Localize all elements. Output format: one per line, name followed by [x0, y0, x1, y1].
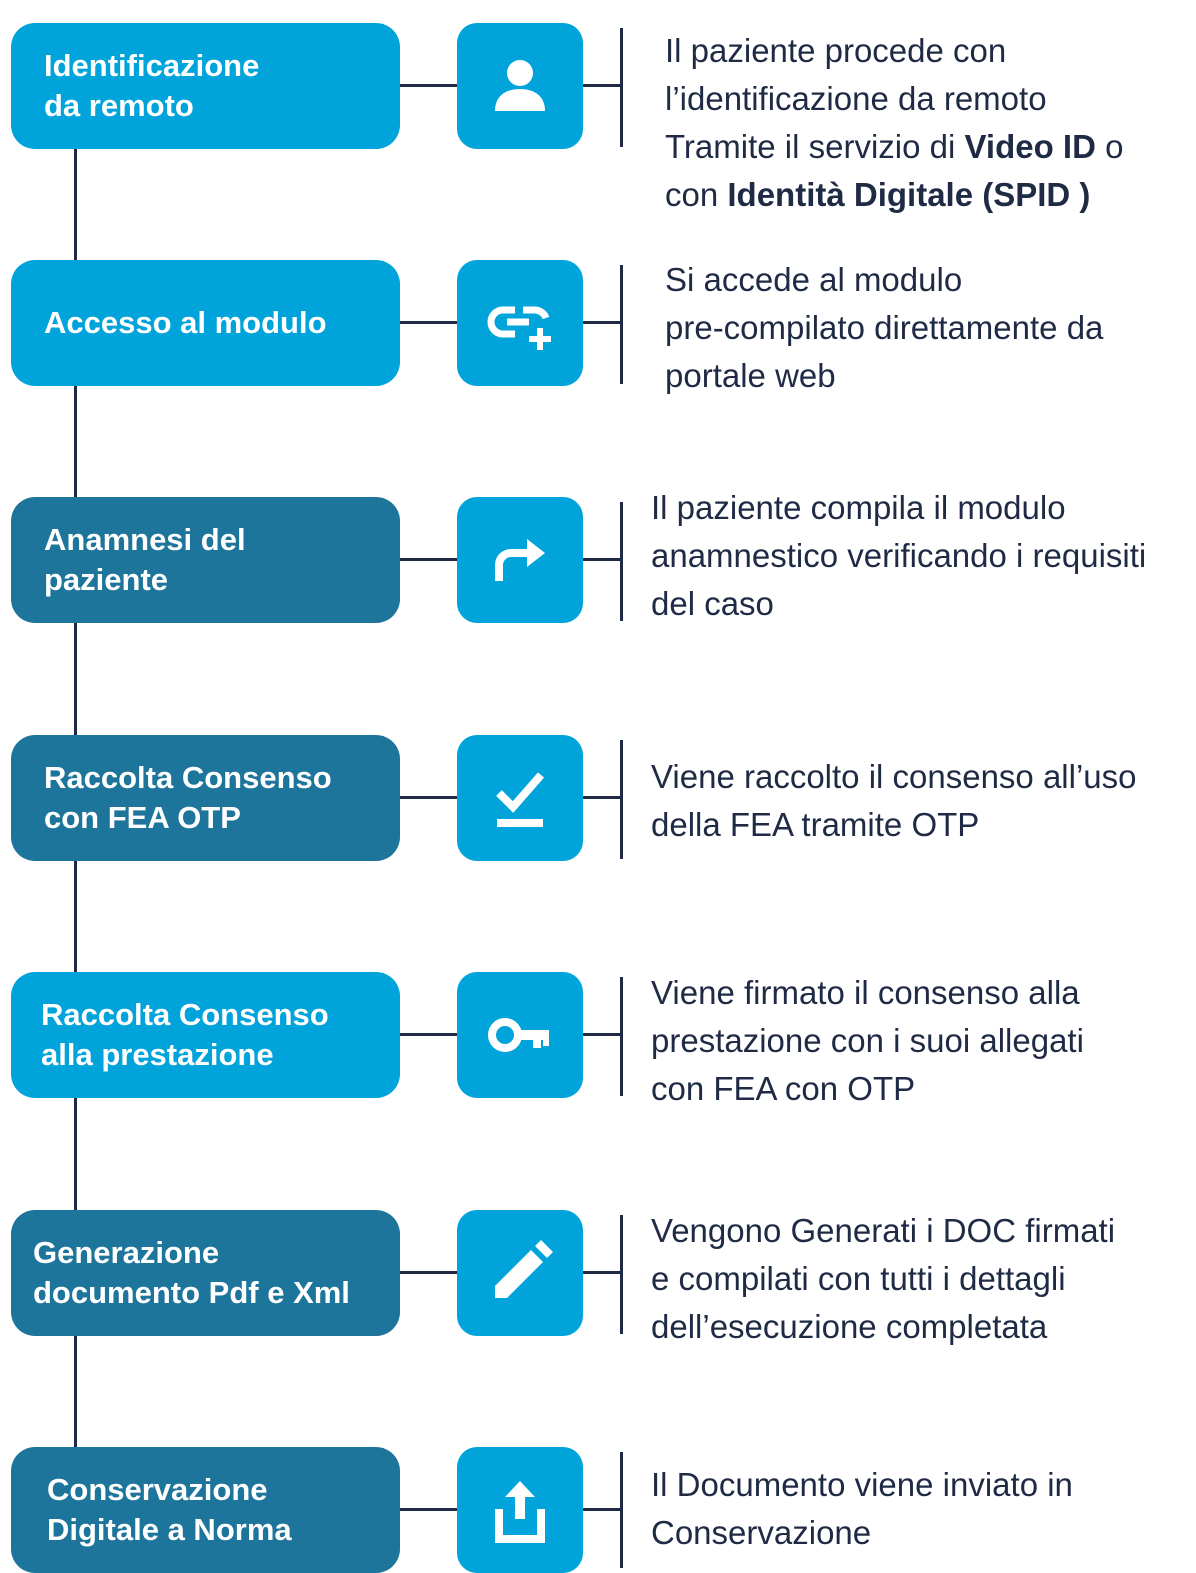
step-row: Accesso al modulo Si accede al modulo pre-… [0, 260, 1196, 394]
connector-line [583, 1271, 621, 1274]
step-label: Raccolta Consenso con FEA OTP [44, 760, 332, 835]
step-box: Raccolta Consenso con FEA OTP [11, 735, 400, 861]
connector-line [400, 1508, 457, 1511]
description-line: pre-compilato direttamente da [665, 309, 1104, 346]
description-emphasis: Video ID [964, 128, 1096, 165]
step-box: Accesso al modulo [11, 260, 400, 386]
description-line: anamnestico verificando i requisiti [651, 537, 1147, 574]
step-label: Conservazione Digitale a Norma [47, 1472, 292, 1547]
person-icon [457, 23, 583, 149]
description-text: con [665, 176, 728, 213]
description-line: Il paziente compila il modulo [651, 489, 1066, 526]
step-box: Raccolta Consenso alla prestazione [11, 972, 400, 1098]
step-box: Generazione documento Pdf e Xml [11, 1210, 400, 1336]
connector-line [400, 1271, 457, 1274]
connector-line [400, 321, 457, 324]
description-line: con Identità Digitale (SPID ) [665, 171, 1123, 219]
description-line: Si accede al modulo [665, 261, 963, 298]
key-icon [457, 972, 583, 1098]
connector-line [400, 84, 457, 87]
connector-line [583, 796, 621, 799]
step-box: Identificazione da remoto [11, 23, 400, 149]
description-text: Tramite il servizio di [665, 128, 965, 165]
description-divider [620, 977, 623, 1096]
description-divider [620, 265, 623, 384]
step-row: Identificazione da remoto Il paziente pro… [0, 23, 1196, 213]
description-line: della FEA tramite OTP [651, 806, 980, 843]
description-line: Il Documento viene inviato in [651, 1466, 1073, 1503]
add-link-icon [457, 260, 583, 386]
description-line: Il paziente procede con [665, 32, 1007, 69]
connector-line [583, 558, 621, 561]
step-label: Accesso al modulo [44, 305, 327, 340]
description-text: o [1095, 128, 1124, 165]
step-description: Viene firmato il consenso alla prestazion… [651, 969, 1084, 1113]
description-line: con FEA con OTP [651, 1070, 916, 1107]
connector-line [400, 796, 457, 799]
forward-arrow-icon [457, 497, 583, 623]
step-row: Generazione documento Pdf e Xml Vengono G… [0, 1210, 1196, 1345]
step-box: Anamnesi del paziente [11, 497, 400, 623]
description-divider [620, 28, 623, 147]
connector-line [583, 1508, 621, 1511]
step-description: Si accede al modulo pre-compilato diretta… [665, 256, 1103, 400]
step-description: Vengono Generati i DOC firmati e compilat… [651, 1207, 1115, 1351]
description-line: Conservazione [651, 1514, 872, 1551]
description-line: Viene firmato il consenso alla [651, 974, 1080, 1011]
upload-icon [457, 1447, 583, 1573]
checkmark-underline-icon [457, 735, 583, 861]
step-description: Viene raccolto il consenso all’uso della … [651, 753, 1137, 849]
step-row: Raccolta Consenso alla prestazione Viene … [0, 972, 1196, 1107]
description-divider [620, 740, 623, 859]
step-description: Il paziente compila il modulo anamnestico… [651, 484, 1146, 628]
step-box: Conservazione Digitale a Norma [11, 1447, 400, 1573]
step-description: Il Documento viene inviato in Conservazio… [651, 1461, 1073, 1557]
description-line: del caso [651, 585, 774, 622]
description-line: Vengono Generati i DOC firmati [651, 1212, 1116, 1249]
step-label: Raccolta Consenso alla prestazione [41, 997, 329, 1072]
description-divider [620, 1452, 623, 1568]
step-row: Raccolta Consenso con FEA OTP Viene racco… [0, 735, 1196, 861]
description-emphasis: Identità Digitale (SPID ) [727, 176, 1091, 213]
description-line: Viene raccolto il consenso all’uso [651, 758, 1137, 795]
connector-line [583, 321, 621, 324]
connector-line [583, 84, 621, 87]
description-divider [620, 1215, 623, 1334]
step-label: Anamnesi del paziente [44, 522, 246, 597]
step-row: Anamnesi del paziente Il paziente compila… [0, 489, 1196, 623]
connector-line [583, 1033, 621, 1036]
step-label: Generazione documento Pdf e Xml [33, 1235, 350, 1310]
description-line: e compilati con tutti i dettagli [651, 1260, 1066, 1297]
description-line: l’identificazione da remoto [665, 80, 1047, 117]
step-row: Conservazione Digitale a Norma Il Documen… [0, 1447, 1196, 1573]
step-label: Identificazione da remoto [44, 48, 260, 123]
description-line: Tramite il servizio di Video ID o [665, 123, 1123, 171]
description-line: portale web [665, 357, 836, 394]
description-divider [620, 502, 623, 621]
description-line: dell’esecuzione completata [651, 1308, 1048, 1345]
step-description: Il paziente procede con l’identificazione… [665, 27, 1123, 219]
connector-line [400, 1033, 457, 1036]
description-line: prestazione con i suoi allegati [651, 1022, 1084, 1059]
connector-line [400, 558, 457, 561]
pencil-icon [457, 1210, 583, 1336]
